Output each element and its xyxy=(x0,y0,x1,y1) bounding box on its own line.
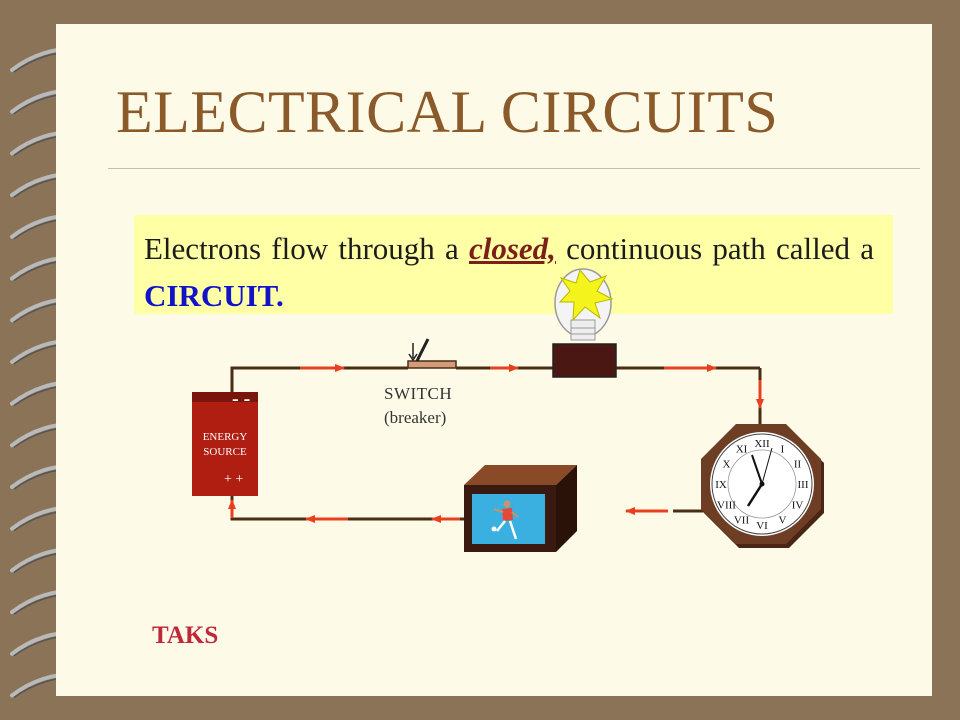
clock-numeral: VI xyxy=(756,520,768,532)
clock-numeral: X xyxy=(723,459,731,471)
slide-page xyxy=(56,24,932,696)
clock-numeral: XI xyxy=(736,444,748,456)
runner-icon xyxy=(491,500,519,540)
current-arrows xyxy=(228,364,764,523)
definition-part-1: Electrons flow through a xyxy=(144,231,469,266)
switch-icon xyxy=(407,338,457,369)
definition-text: Electrons flow through a closed, continu… xyxy=(144,225,874,319)
battery-label-line-1: ENERGY xyxy=(202,431,248,443)
title-divider xyxy=(108,168,920,169)
light-bulb-icon xyxy=(552,268,617,378)
clock-numeral: III xyxy=(798,479,809,491)
battery-negative-terminal: - - xyxy=(232,388,251,410)
clock-numeral: VII xyxy=(734,515,750,527)
switch-sublabel: (breaker) xyxy=(384,408,447,427)
definition-part-2: continuous path called a xyxy=(555,231,874,266)
battery-icon xyxy=(192,392,258,496)
clock-numeral: II xyxy=(794,459,802,471)
emphasis-closed: closed, xyxy=(468,231,556,266)
definition-callout: Electrons flow through a closed, continu… xyxy=(134,215,893,314)
clock-numeral: IV xyxy=(792,500,804,512)
clock-numeral: IX xyxy=(715,479,727,491)
battery-label-line-2: SOURCE xyxy=(203,446,247,458)
television-icon xyxy=(464,465,577,552)
clock-numeral: VIII xyxy=(717,500,736,512)
switch-label: SWITCH xyxy=(384,384,453,403)
clock-numeral: I xyxy=(781,444,785,456)
clock-numeral: V xyxy=(779,515,787,527)
battery-positive-terminal: + + xyxy=(224,472,244,487)
page-title: ELECTRICAL CIRCUITS xyxy=(116,79,779,145)
clock-numeral: XII xyxy=(754,438,770,450)
footer-label: TAKS xyxy=(152,622,219,649)
keyword-circuit: CIRCUIT. xyxy=(144,278,284,313)
